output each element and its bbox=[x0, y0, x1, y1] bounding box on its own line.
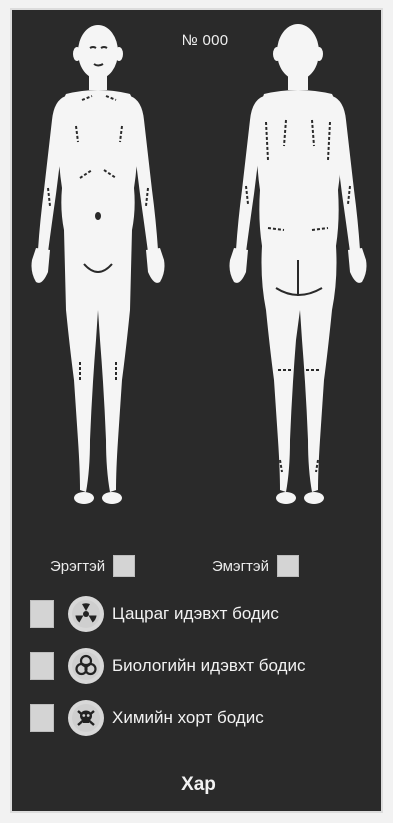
radiation-icon bbox=[68, 596, 104, 632]
body-diagram bbox=[12, 10, 383, 530]
chemical-checkbox[interactable] bbox=[30, 704, 54, 732]
chemical-label: Химийн хорт бодис bbox=[112, 708, 264, 728]
hazard-row-radiation: Цацраг идэвхт бодис bbox=[30, 594, 380, 634]
biological-label: Биологийн идэвхт бодис bbox=[112, 656, 305, 676]
skull-crossbones-icon bbox=[68, 700, 104, 736]
radiation-label: Цацраг идэвхт бодис bbox=[112, 604, 279, 624]
hazard-row-chemical: Химийн хорт бодис bbox=[30, 698, 380, 738]
biological-checkbox[interactable] bbox=[30, 652, 54, 680]
female-checkbox[interactable] bbox=[277, 555, 299, 577]
biohazard-icon bbox=[68, 648, 104, 684]
female-option: Эмэгтэй bbox=[212, 555, 299, 577]
front-body-figure[interactable] bbox=[32, 25, 165, 504]
female-label: Эмэгтэй bbox=[212, 558, 269, 575]
triage-category-label: Хар bbox=[12, 774, 383, 796]
male-label: Эрэгтэй bbox=[50, 558, 105, 575]
triage-card: № 000 bbox=[10, 8, 383, 813]
male-option: Эрэгтэй bbox=[50, 555, 135, 577]
radiation-checkbox[interactable] bbox=[30, 600, 54, 628]
male-checkbox[interactable] bbox=[113, 555, 135, 577]
sex-selection: Эрэгтэй Эмэгтэй bbox=[12, 553, 383, 583]
hazard-row-biological: Биологийн идэвхт бодис bbox=[30, 646, 380, 686]
